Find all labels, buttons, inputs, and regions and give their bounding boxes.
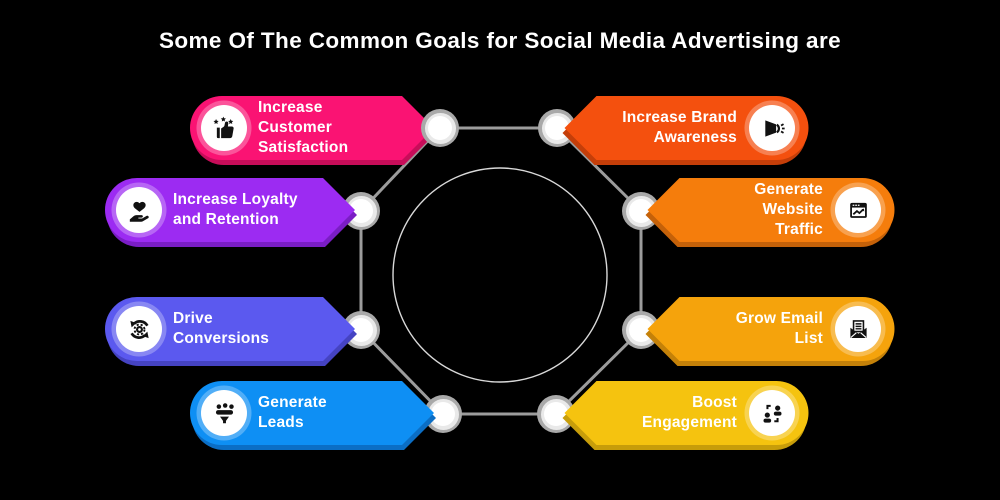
icon-badge bbox=[749, 105, 795, 151]
banner-arrow-shape bbox=[645, 178, 895, 247]
goal-banner-increase-loyalty-retention: Increase Loyalty and Retention bbox=[105, 178, 357, 247]
junction-node bbox=[622, 192, 660, 230]
goal-label: Increase Customer Satisfaction bbox=[258, 98, 349, 157]
banner-arrow-shape bbox=[562, 96, 809, 165]
goal-banner-generate-leads: Generate Leads bbox=[190, 381, 436, 450]
goal-label: Increase Brand Awareness bbox=[622, 108, 737, 146]
goal-banner-increase-brand-awareness: Increase Brand Awareness bbox=[562, 96, 809, 165]
page-title: Some Of The Common Goals for Social Medi… bbox=[158, 28, 842, 53]
icon-badge bbox=[201, 105, 247, 151]
sync-arrows-gear-icon bbox=[129, 319, 149, 339]
icon-badge bbox=[835, 306, 881, 352]
goal-banner-grow-email-list: Grow Email List bbox=[645, 297, 895, 366]
hand-holding-heart-icon bbox=[129, 201, 149, 222]
banner-arrow-shape bbox=[190, 96, 436, 165]
banner-arrow-shape bbox=[562, 381, 809, 450]
browser-traffic-chart-icon bbox=[849, 202, 867, 218]
banner-arrow-shape bbox=[190, 381, 436, 450]
goal-label: Generate Leads bbox=[258, 393, 327, 431]
icon-badge bbox=[749, 390, 795, 436]
goal-label: Increase Loyalty and Retention bbox=[173, 190, 298, 228]
goal-banner-increase-customer-satisfaction: Increase Customer Satisfaction bbox=[190, 96, 436, 165]
goal-label: Boost Engagement bbox=[641, 393, 737, 431]
open-envelope-letter-icon bbox=[849, 319, 867, 338]
icon-badge bbox=[835, 187, 881, 233]
junction-node bbox=[421, 109, 459, 147]
goal-label: Drive Conversions bbox=[173, 309, 270, 347]
banner-arrow-shape bbox=[105, 178, 357, 247]
banner-arrow-shape bbox=[105, 297, 357, 366]
junction-node bbox=[537, 395, 575, 433]
goal-banner-generate-website-traffic: Generate Website Traffic bbox=[645, 178, 895, 247]
lead-funnel-icon bbox=[215, 402, 234, 423]
icon-badge bbox=[201, 390, 247, 436]
icon-badge bbox=[116, 306, 162, 352]
goal-label: Generate Website Traffic bbox=[754, 180, 823, 239]
goal-label: Grow Email List bbox=[735, 309, 823, 347]
banner-arrow-shape bbox=[645, 297, 895, 366]
megaphone-icon bbox=[764, 119, 785, 137]
connector-line bbox=[554, 328, 643, 416]
thumbs-up-stars-icon bbox=[212, 116, 234, 138]
junction-node bbox=[342, 192, 380, 230]
icon-badge bbox=[116, 187, 162, 233]
people-exchange-icon bbox=[763, 404, 781, 423]
goal-banner-boost-engagement: Boost Engagement bbox=[562, 381, 809, 450]
goal-banner-drive-conversions: Drive Conversions bbox=[105, 297, 357, 366]
central-circle bbox=[392, 167, 608, 383]
